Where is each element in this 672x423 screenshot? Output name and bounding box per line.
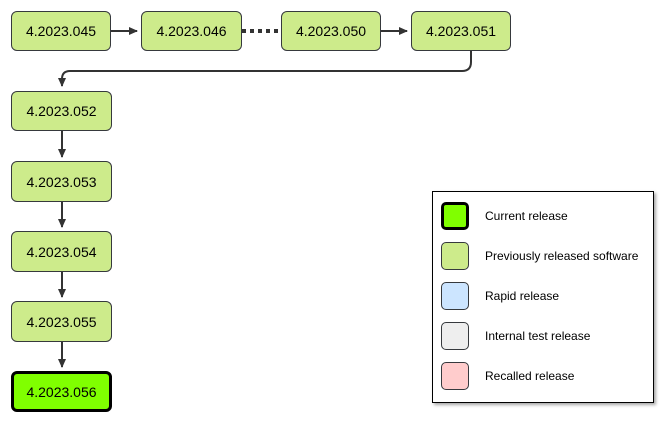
node-label: 4.2023.054 bbox=[26, 243, 97, 260]
release-node-055[interactable]: 4.2023.055 bbox=[11, 301, 112, 342]
legend-label: Current release bbox=[485, 209, 568, 223]
node-label: 4.2023.056 bbox=[26, 383, 97, 400]
release-node-045[interactable]: 4.2023.045 bbox=[11, 11, 111, 51]
legend-item-recalled: Recalled release bbox=[441, 361, 574, 391]
release-node-056-current[interactable]: 4.2023.056 bbox=[11, 371, 112, 412]
legend-item-previous: Previously released software bbox=[441, 241, 638, 271]
legend: Current release Previously released soft… bbox=[432, 191, 654, 403]
release-node-051[interactable]: 4.2023.051 bbox=[411, 11, 511, 51]
legend-label: Previously released software bbox=[485, 249, 639, 263]
node-label: 4.2023.052 bbox=[26, 103, 97, 119]
legend-label: Internal test release bbox=[485, 329, 591, 343]
node-label: 4.2023.053 bbox=[26, 173, 97, 190]
node-label: 4.2023.055 bbox=[26, 313, 97, 330]
legend-item-rapid: Rapid release bbox=[441, 281, 559, 311]
legend-item-internal-test: Internal test release bbox=[441, 321, 590, 351]
release-node-053[interactable]: 4.2023.053 bbox=[11, 161, 112, 202]
node-label: 4.2023.045 bbox=[25, 23, 97, 39]
legend-swatch-previous bbox=[441, 242, 469, 270]
legend-label: Recalled release bbox=[485, 369, 575, 383]
release-node-046[interactable]: 4.2023.046 bbox=[141, 11, 242, 51]
node-label: 4.2023.051 bbox=[425, 23, 497, 39]
release-node-050[interactable]: 4.2023.050 bbox=[281, 11, 381, 51]
node-label: 4.2023.046 bbox=[156, 23, 227, 39]
legend-swatch-recalled bbox=[441, 362, 469, 390]
legend-label: Rapid release bbox=[485, 289, 560, 303]
node-label: 4.2023.050 bbox=[295, 23, 367, 39]
legend-swatch-internal-test bbox=[441, 322, 469, 350]
legend-swatch-current bbox=[441, 202, 469, 230]
edge-051-052 bbox=[58, 51, 472, 87]
release-node-052[interactable]: 4.2023.052 bbox=[11, 91, 112, 131]
legend-swatch-rapid bbox=[441, 282, 469, 310]
legend-item-current: Current release bbox=[441, 201, 568, 231]
release-node-054[interactable]: 4.2023.054 bbox=[11, 231, 112, 272]
